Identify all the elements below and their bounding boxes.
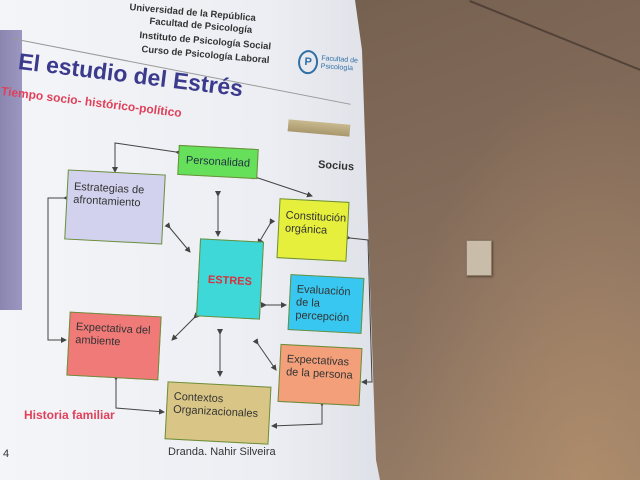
node-expectativas-persona: Expectativas de la persona — [277, 343, 363, 407]
faculty-logo: P Facultad de Psicología — [297, 49, 371, 78]
node-estrategias: Estrategias de afrontamiento — [64, 169, 166, 245]
node-constitucion: Constitución orgánica — [276, 198, 350, 262]
node-estres: ESTRES — [196, 238, 264, 320]
node-expectativa-ambiente: Expectativa del ambiente — [66, 311, 162, 381]
wall-outlet — [466, 240, 492, 276]
logo-mark-icon: P — [297, 49, 319, 75]
node-personalidad: Personalidad — [177, 144, 259, 180]
node-evaluacion: Evaluación de la percepción — [287, 274, 365, 334]
node-contextos: Contextos Organizacionales — [164, 381, 272, 445]
decorative-bar — [287, 119, 351, 137]
wall-lighting — [360, 0, 640, 480]
slide-author: Dranda. Nahir Silveira — [168, 446, 276, 458]
slide-side-bar — [0, 30, 22, 310]
label-historia-familiar: Historia familiar — [24, 408, 115, 422]
slide-number: 4 — [3, 448, 10, 460]
label-socius: Socius — [317, 158, 355, 174]
projection-screen: Universidad de la República Facultad de … — [0, 0, 380, 480]
